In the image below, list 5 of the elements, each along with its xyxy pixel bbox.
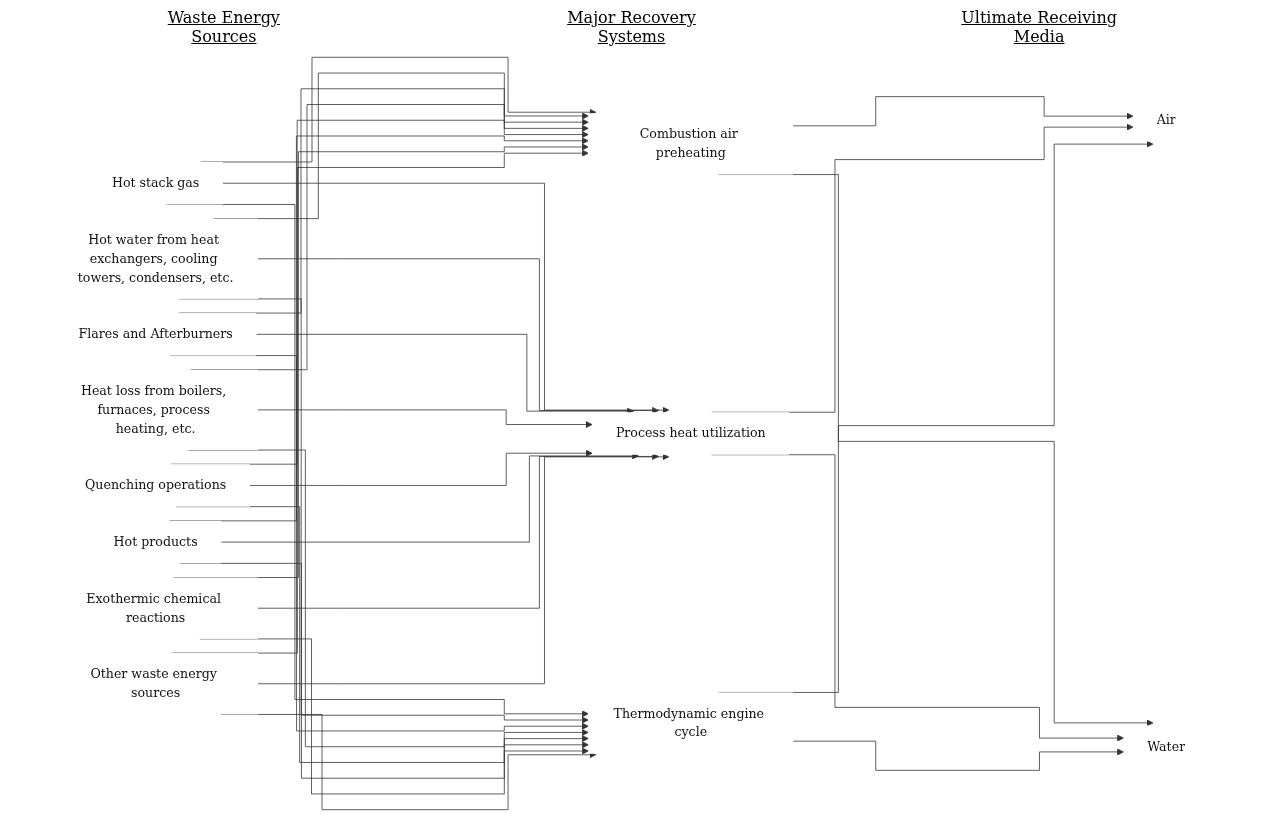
node-text: Air <box>1157 111 1177 127</box>
column-heading: Ultimate Receiving Media <box>960 8 1118 48</box>
node-text: Water <box>1147 738 1186 754</box>
column-heading: Waste Energy Sources <box>166 8 281 48</box>
column-heading: Major Recovery Systems <box>566 8 697 48</box>
